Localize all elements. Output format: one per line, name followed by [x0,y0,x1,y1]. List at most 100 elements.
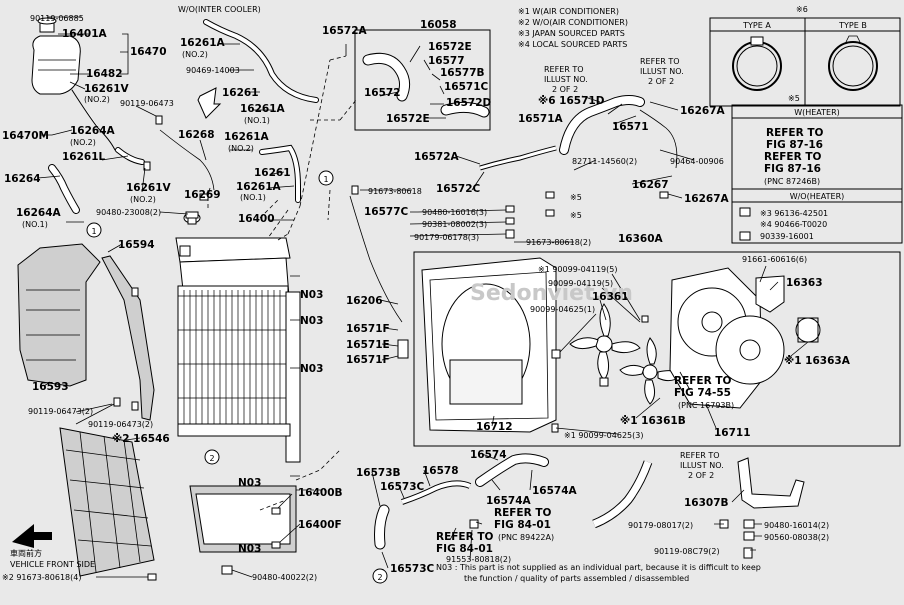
label-90119-08c79: 90119-08C79(2) [654,547,720,556]
label-90099-04625-3: ※1 90099-04625(3) [564,431,643,440]
label-90099-04119-5-note1: ※1 90099-04119(5) [538,265,617,274]
label-16261v-lower-no2: (NO.2) [130,195,156,204]
w-heater-line5: (PNC 87246B) [764,177,820,186]
fan-shroud-16711-icon [669,267,785,409]
label-16261-top: 16261 [222,87,259,99]
label-16264a-no2-sub: (NO.2) [70,138,96,147]
label-90469-14003: 90469-14003 [186,66,240,75]
label-16307b: 16307B [684,497,729,509]
callout-1-a: 1 [318,170,334,186]
fan-shroud-group-box-16360a [413,251,901,447]
legend-note-4: ※4 LOCAL SOURCED PARTS [518,40,627,49]
legend-note-6-mark: ※6 [796,5,808,14]
label-16269: 16269 [184,189,221,201]
refer-illust-c-3: 2 OF 2 [688,471,714,480]
label-16571c: 16571C [444,81,489,93]
label-16573b: 16573B [356,467,401,479]
fan-blade-16361b-icon [619,337,683,405]
vehicle-front-jp: 車両前方 [10,548,42,558]
label-16571e: 16571E [346,339,390,351]
vehicle-front-en: VEHICLE FRONT SIDE [10,560,95,569]
label-16261a-no1-top-sub: (NO.1) [244,116,270,125]
refer-illust-b-3: 2 OF 2 [648,77,674,86]
label-16267a-bottom: 16267A [684,193,730,205]
label-16574: 16574 [470,449,507,461]
label-16574a-mid: 16574A [486,495,532,507]
fan-shroud-16712-icon [421,257,557,433]
label-16261v-lower: 16261V [126,182,172,194]
label-90464-00906: 90464-00906 [670,157,724,166]
refer-illust-b-2: ILLUST NO. [640,67,684,76]
fan-motor-16363-icon [755,275,785,313]
drain-plug-icon [221,565,233,575]
label-16264a-no2: 16264A [70,125,116,137]
label-90119-06885: 90119-06885 [30,14,84,23]
label-16267a-top: 16267A [680,105,726,117]
overflow-hose [71,89,116,151]
label-16361: 16361 [592,291,629,303]
label-91673-80618: 91673-80618 [368,187,422,196]
pipe-16307b [592,460,653,529]
legend-note-2: ※2 W/O(AIR CONDITIONER) [518,18,628,27]
label-16546: ※2 16546 [112,433,170,445]
note-5-b: ※5 [570,211,582,220]
label-16577: 16577 [428,55,465,67]
clamp-type-b-icon [828,35,878,91]
label-16577c: 16577C [364,206,409,218]
label-16401a: 16401A [62,28,108,40]
fan-motor-16363a-icon [795,317,821,343]
refer-fig-74-55-3: (PNC 16793B) [678,401,734,410]
label-16572: 16572 [364,87,401,99]
refer-illust-c-2: ILLUST NO. [680,461,724,470]
label-16261a-no1-mid-sub: (NO.1) [240,193,266,202]
label-90119-06473-2b: 90119-06473(2) [88,420,153,429]
front-arrow-icon [12,524,52,548]
label-16400b: 16400B [298,487,343,499]
label-16470m: 16470M [2,130,49,142]
label-n03-b: N03 [300,315,323,327]
callout-1-b: 1 [86,222,102,238]
label-16572e-bottom: 16572E [386,113,430,125]
refer-illust-b-1: REFER TO [640,57,680,66]
label-16261v: 16261V [84,83,130,95]
n03-note-cont: the function / quality of parts assemble… [464,574,689,583]
w-heater-line1: REFER TO [766,127,824,139]
label-16578: 16578 [422,465,459,477]
refer-fig-74-55-1: REFER TO [674,375,732,387]
label-16470: 16470 [130,46,167,58]
label-90480-16016: 90480-16016(3) [422,208,487,217]
label-91661-60616: 91661-60616(6) [742,255,807,264]
label-90480-16014: 90480-16014(2) [764,521,829,530]
label-16261-mid: 16261 [254,167,291,179]
label-16572a-top: 16572A [322,25,368,37]
label-16572a-mid: 16572A [414,151,460,163]
label-16574a-right: 16574A [532,485,578,497]
label-16572e-top: 16572E [428,41,472,53]
label-16573c-top: 16573C [380,481,425,493]
label-16268: 16268 [178,129,215,141]
label-90179-06178: 90179-06178(3) [414,233,479,242]
label-91553-80818: 91553-80818(2) [446,555,511,564]
legend-note-5-mark: ※5 [788,94,800,103]
label-16361b: ※1 16361B [620,415,686,427]
label-16594: 16594 [118,239,155,251]
label-n03-e: N03 [238,543,261,555]
label-16712: 16712 [476,421,513,433]
clamp-type-b-label: TYPE B [838,21,867,30]
label-16400f: 16400F [298,519,342,531]
label-91673-80618-4: ※2 91673-80618(4) [2,573,81,582]
svg-text:1: 1 [91,227,96,236]
w-heater-line4: FIG 87-16 [764,163,821,175]
fasteners [113,115,755,581]
label-16264a-no1: 16264A [16,207,62,219]
pipe-16268 [159,129,215,191]
refer-fig-84-01-b-2: FIG 84-01 [436,543,493,555]
pipe-16267 [639,109,678,169]
refer-fig-84-01-b-1: REFER TO [436,531,494,543]
radiator-fins [178,290,288,424]
refer-illust-c-1: REFER TO [680,451,720,460]
label-16264: 16264 [4,173,41,185]
refer-fig-84-01-a-1: REFER TO [494,507,552,519]
label-16482: 16482 [86,68,123,80]
